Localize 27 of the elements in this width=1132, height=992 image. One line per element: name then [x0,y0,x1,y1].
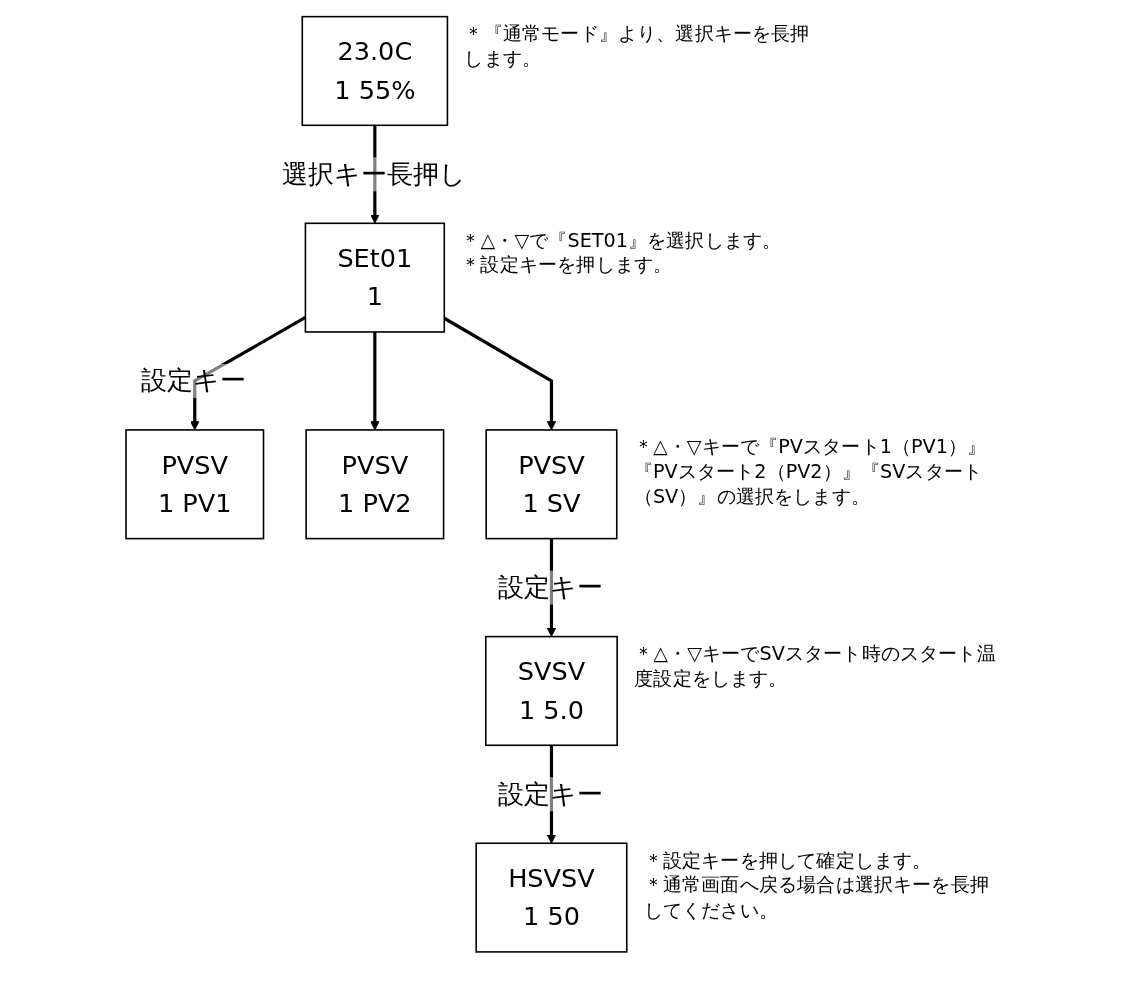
display-box: SVSV 1 5.0 ＊△・▽キーでSVスタート時のスタート温度設定をします。 [485,635,996,747]
note-text: ＊『通常モード』より、選択キーを長押します。 [464,21,811,71]
display-box: PVSV 1 PV2 [305,429,445,540]
display-box: PVSV 1 SV ＊△・▽キーで『PVスタート1（PV1）』『PVスタート2（PV2）』『SVスタート（SV）』の選択をします。 [485,429,987,540]
note-text: ＊設定キーを押して確定します。 [643,847,933,873]
node-label: HSVSV [508,863,595,894]
edge-label: 設定キー [495,777,604,812]
note-text: ＊設定キーを押します。 [461,252,674,278]
display-box: 23.0C 1 55% ＊『通常モード』より、選択キーを長押します。 [301,15,810,127]
node-label: 1 SV [522,488,581,519]
node-label: SEt01 [337,243,413,274]
node-label: PVSV [518,450,585,481]
node-label: 1 5.0 [518,695,584,726]
node-label: 23.0C [337,36,413,67]
node-label: 1 50 [523,901,580,932]
note-text: ＊△・▽キーで『PVスタート1（PV1）』『PVスタート2（PV2）』『SVスタート（SV）』の選択をします。 [633,434,988,509]
display-box: SEt01 1 ＊△・▽で『SET01』を選択します。 ＊設定キーを押します。 [304,222,782,333]
note-text: ＊△・▽キーでSVスタート時のスタート温度設定をします。 [634,640,997,691]
display-box: HSVSV 1 50 ＊設定キーを押して確定します。 ＊通常画面へ戻る場合は選択キーを長押してください。 [475,842,989,953]
node-label: SVSV [517,656,586,687]
note-text: ＊通常画面へ戻る場合は選択キーを長押してください。 [643,872,990,923]
edge-label: 設定キー [495,570,604,605]
edge-label: 設定キー [138,363,247,398]
display-box: PVSV 1 PV1 [125,429,265,540]
node-label: 1 [366,281,383,312]
node-label: 1 55% [334,75,416,106]
note-text: ＊△・▽で『SET01』を選択します。 [461,227,783,253]
